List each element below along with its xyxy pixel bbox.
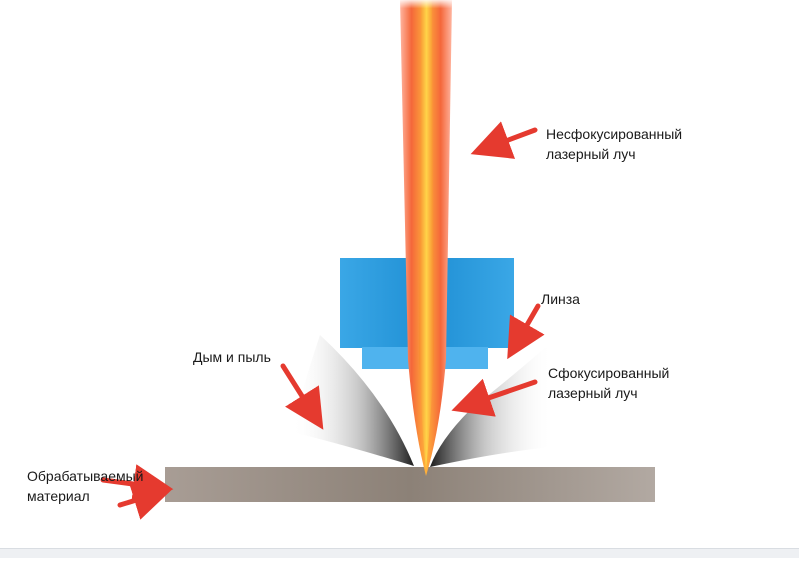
focused-beam-label-line2: лазерный луч bbox=[548, 385, 638, 401]
unfocused-beam-label: Несфокусированный лазерный луч bbox=[546, 124, 682, 164]
unfocused-beam-label-line2: лазерный луч bbox=[546, 146, 636, 162]
workpiece-label: Обрабатываемый материал bbox=[27, 466, 144, 506]
unfocused-beam-arrow bbox=[470, 121, 538, 159]
laser-beam-core bbox=[419, 0, 434, 470]
workpiece-label-line2: материал bbox=[27, 488, 90, 504]
focused-beam-label: Сфокусированный лазерный луч bbox=[548, 363, 669, 403]
smoke-left bbox=[292, 335, 414, 466]
lens-label: Линза bbox=[541, 291, 580, 307]
unfocused-beam-label-line1: Несфокусированный bbox=[546, 126, 683, 142]
smoke-dust-arrow bbox=[280, 363, 324, 430]
lens-arrow bbox=[507, 303, 545, 360]
focused-beam-arrow bbox=[451, 378, 538, 417]
workpiece-label-line1: Обрабатываемый bbox=[27, 468, 144, 484]
window-bottom-edge bbox=[0, 548, 799, 558]
workpiece-arrow-lower bbox=[117, 481, 173, 520]
focused-beam-label-line1: Сфокусированный bbox=[548, 365, 670, 381]
laser-beam-top-fade bbox=[398, 0, 454, 70]
smoke-dust-label: Дым и пыль bbox=[193, 349, 271, 365]
workpiece-plate bbox=[165, 467, 655, 502]
